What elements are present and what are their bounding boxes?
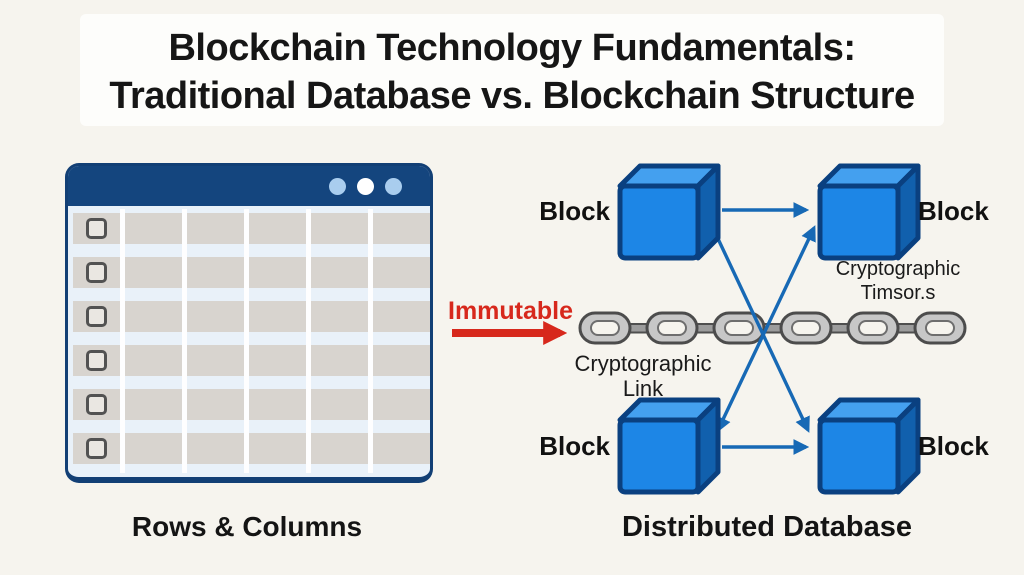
table-cell [187, 301, 244, 332]
table-row [73, 345, 430, 376]
block-cube-bottom-right [820, 400, 918, 492]
table-cell [187, 213, 244, 244]
table-row [73, 213, 430, 244]
table-cell [125, 345, 182, 376]
table-cell [187, 389, 244, 420]
database-window [65, 163, 433, 483]
block-label-bottom-right: Block [918, 431, 989, 461]
title-background-band [80, 14, 944, 126]
column-divider [368, 209, 373, 473]
row-checkbox [86, 350, 107, 371]
note-line1: Cryptographic [835, 258, 961, 280]
table-cell [373, 301, 430, 332]
block-cube-bottom-left [620, 400, 718, 492]
checkbox-cell [73, 345, 120, 376]
immutable-label: Immutable [448, 297, 574, 325]
table-cell [311, 345, 368, 376]
table-grid [68, 206, 430, 477]
block-label-bottom-left: Block [539, 431, 610, 461]
table-cell [311, 433, 368, 464]
table-cell [125, 301, 182, 332]
table-cell [311, 301, 368, 332]
table-cell [187, 433, 244, 464]
titlebar-dot-icon [329, 177, 346, 195]
network-arrows [710, 202, 816, 455]
checkbox-cell [73, 433, 120, 464]
table-cell [187, 345, 244, 376]
table-cell [373, 433, 430, 464]
table-cell [373, 213, 430, 244]
table-cell [249, 301, 306, 332]
table-cell [187, 257, 244, 288]
table-row [73, 257, 430, 288]
checkbox-cell [73, 213, 120, 244]
table-cell [311, 257, 368, 288]
table-cell [249, 257, 306, 288]
table-cell [373, 345, 430, 376]
table-cell [311, 213, 368, 244]
table-cell [249, 433, 306, 464]
arrow-diagonal-up [716, 225, 816, 433]
column-divider [182, 209, 187, 473]
table-cell [373, 257, 430, 288]
column-divider [306, 209, 311, 473]
table-cell [125, 257, 182, 288]
block-label-top-left: Block [539, 196, 610, 226]
title-line-1: Blockchain Technology Fundamentals: [168, 27, 856, 69]
table-row [73, 301, 430, 332]
table-cell [249, 389, 306, 420]
table-cell [125, 433, 182, 464]
table-row [73, 389, 430, 420]
note-line2: Timsor.s [860, 282, 936, 304]
right-caption: Distributed Database [621, 511, 913, 543]
checkbox-cell [73, 301, 120, 332]
titlebar-dot-icon [357, 177, 374, 195]
title-line-2: Traditional Database vs. Blockchain Stru… [109, 75, 915, 117]
column-divider [244, 209, 249, 473]
row-checkbox [86, 218, 107, 239]
table-cell [125, 389, 182, 420]
chain-caption-line1: Cryptographic [574, 351, 712, 376]
table-cell [249, 345, 306, 376]
block-cube-top-left [620, 166, 718, 258]
table-cell [373, 389, 430, 420]
checkbox-cell [73, 257, 120, 288]
chain-caption-line2: Link [622, 376, 664, 401]
window-titlebar [68, 166, 430, 206]
titlebar-dot-icon [385, 177, 402, 195]
row-checkbox [86, 394, 107, 415]
block-label-top-right: Block [918, 196, 989, 226]
block-cube-top-right [820, 166, 918, 258]
cryptographic-link-label: Cryptographic Link [563, 351, 723, 401]
row-checkbox [86, 438, 107, 459]
checkbox-cell [73, 389, 120, 420]
left-caption: Rows & Columns [131, 511, 363, 542]
row-checkbox [86, 262, 107, 283]
table-cell [125, 213, 182, 244]
page-title: Blockchain Technology Fundamentals: Trad… [0, 24, 1024, 120]
table-row [73, 433, 430, 464]
column-divider [120, 209, 125, 473]
cryptographic-note-label: Cryptographic Timsor.s [813, 257, 983, 305]
table-cell [311, 389, 368, 420]
row-checkbox [86, 306, 107, 327]
blockchain-diagram [452, 150, 967, 560]
table-cell [249, 213, 306, 244]
